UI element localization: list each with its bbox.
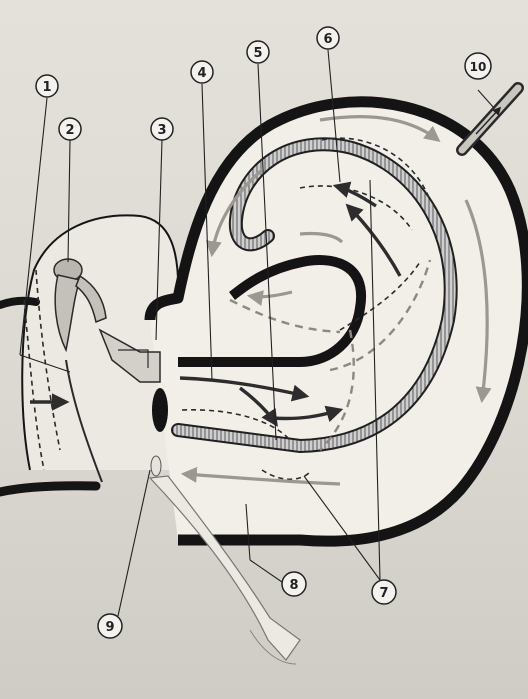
callout-6-label: 6 xyxy=(323,32,332,47)
oval-window xyxy=(152,388,168,432)
callout-7-label: 7 xyxy=(379,586,388,601)
callout-8-label: 8 xyxy=(289,578,298,593)
callout-5-label: 5 xyxy=(253,46,262,61)
callout-1-label: 1 xyxy=(42,80,51,95)
callout-3: 3 xyxy=(151,118,173,140)
callout-2-label: 2 xyxy=(65,123,74,138)
round-window xyxy=(151,456,161,476)
callout-2: 2 xyxy=(59,118,81,140)
callout-4: 4 xyxy=(191,61,213,83)
callout-7: 7 xyxy=(372,580,396,604)
callout-10-label: 10 xyxy=(470,60,487,74)
callout-9: 9 xyxy=(98,614,122,638)
callout-9-label: 9 xyxy=(105,620,114,635)
callout-10: 10 xyxy=(465,53,491,79)
callout-3-label: 3 xyxy=(157,123,166,138)
endolymphatic-duct xyxy=(462,88,518,150)
callout-4-label: 4 xyxy=(197,66,206,81)
callout-5: 5 xyxy=(247,41,269,63)
callout-8: 8 xyxy=(282,572,306,596)
callout-1: 1 xyxy=(36,75,58,97)
callout-6: 6 xyxy=(317,27,339,49)
